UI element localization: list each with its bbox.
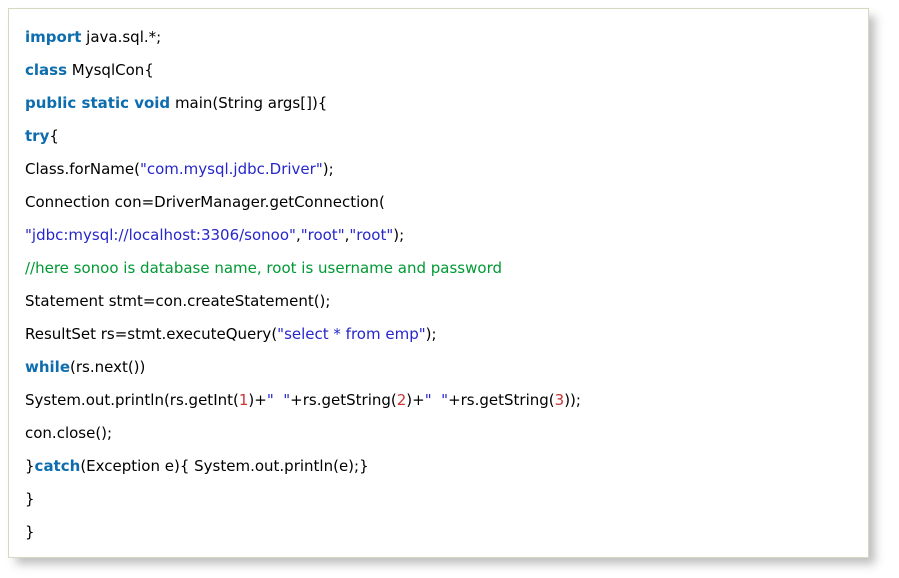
code-line: "jdbc:mysql://localhost:3306/sonoo","roo… — [25, 219, 854, 252]
code-line: con.close(); — [25, 417, 854, 450]
code-token-plain: )+ — [406, 391, 425, 409]
code-token-keyword: while — [25, 358, 70, 376]
code-token-string: "root" — [349, 226, 394, 244]
code-token-plain: ); — [393, 226, 405, 244]
code-line: Class.forName("com.mysql.jdbc.Driver"); — [25, 153, 854, 186]
code-token-plain: } — [25, 457, 35, 475]
code-token-number: 1 — [238, 391, 249, 409]
code-token-plain: main(String args[]){ — [170, 94, 328, 112]
code-token-plain: +rs.getString( — [448, 391, 555, 409]
code-line: public static void main(String args[]){ — [25, 87, 854, 120]
code-token-keyword: catch — [34, 457, 81, 475]
code-token-plain: } — [25, 523, 35, 541]
code-token-string: "select * from emp" — [277, 325, 426, 343]
code-token-plain: (rs.next()) — [70, 358, 146, 376]
code-token-string: "root" — [300, 226, 345, 244]
code-line: Connection con=DriverManager.getConnecti… — [25, 186, 854, 219]
code-token-comment: //here sonoo is database name, root is u… — [25, 259, 502, 277]
code-token-string: "jdbc:mysql://localhost:3306/sonoo" — [25, 226, 296, 244]
code-token-plain: System.out.println(rs.getInt( — [25, 391, 239, 409]
code-line: class MysqlCon{ — [25, 54, 854, 87]
code-token-string: " " — [424, 391, 449, 409]
code-token-number: 3 — [554, 391, 565, 409]
code-line: ResultSet rs=stmt.executeQuery("select *… — [25, 318, 854, 351]
code-token-plain: Statement stmt=con.createStatement(); — [25, 292, 331, 310]
code-line: Statement stmt=con.createStatement(); — [25, 285, 854, 318]
code-token-string: " " — [266, 391, 291, 409]
code-token-plain: +rs.getString( — [290, 391, 397, 409]
code-line: import java.sql.*; — [25, 21, 854, 54]
code-line: } — [25, 516, 854, 549]
code-token-plain: , — [344, 226, 350, 244]
code-token-plain: Connection con=DriverManager.getConnecti… — [25, 193, 385, 211]
code-token-keyword: try — [25, 127, 50, 145]
code-token-plain: } — [25, 490, 35, 508]
code-token-plain: )); — [564, 391, 581, 409]
code-token-plain: )+ — [248, 391, 267, 409]
code-line: while(rs.next()) — [25, 351, 854, 384]
code-token-string: "com.mysql.jdbc.Driver" — [139, 160, 323, 178]
code-token-keyword: class — [25, 61, 68, 79]
code-token-plain: ResultSet rs=stmt.executeQuery( — [25, 325, 278, 343]
code-token-plain: , — [295, 226, 301, 244]
code-token-plain: con.close(); — [25, 424, 113, 442]
code-token-plain: Class.forName( — [25, 160, 140, 178]
code-token-plain: java.sql.*; — [81, 28, 162, 46]
code-token-keyword: import — [25, 28, 82, 46]
code-token-keyword: public static void — [25, 94, 171, 112]
code-line: System.out.println(rs.getInt(1)+" "+rs.g… — [25, 384, 854, 417]
code-token-plain: ); — [322, 160, 334, 178]
code-line: }catch(Exception e){ System.out.println(… — [25, 450, 854, 483]
code-token-number: 2 — [396, 391, 407, 409]
code-line: //here sonoo is database name, root is u… — [25, 252, 854, 285]
code-token-plain: (Exception e){ System.out.println(e);} — [80, 457, 369, 475]
code-token-plain: MysqlCon{ — [67, 61, 154, 79]
code-line: try{ — [25, 120, 854, 153]
code-block: import java.sql.*;class MysqlCon{public … — [8, 8, 869, 558]
code-token-plain: { — [49, 127, 59, 145]
code-line: } — [25, 483, 854, 516]
code-token-plain: ); — [425, 325, 437, 343]
